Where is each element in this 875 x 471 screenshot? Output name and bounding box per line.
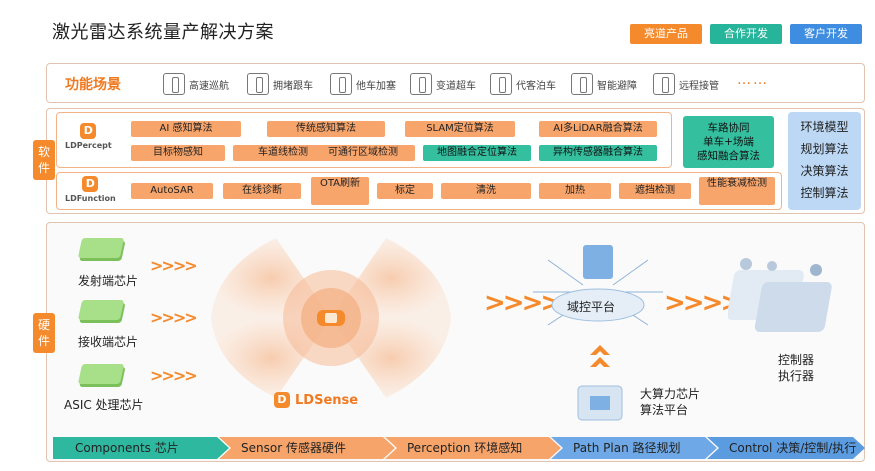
scenario-title: 功能场景 (65, 77, 121, 93)
function-pill: 性能衰减检测 (699, 177, 775, 205)
actuator-label: 控制器 执行器 (778, 353, 815, 383)
remote-icon (653, 73, 675, 95)
software-tag: 软件 (33, 140, 55, 180)
road-icon (330, 73, 352, 95)
algo-pill: AI 感知算法 (131, 121, 241, 137)
pipeline-stage-control: Control 决策/控制/执行 (707, 437, 865, 459)
road-icon (410, 73, 432, 95)
pipeline-stage-components: Components 芯片 (53, 437, 229, 459)
percept-row: D LDPercept AI 感知算法 传统感知算法 SLAM定位算法 AI多L… (56, 112, 672, 168)
chip-label: 接收端芯片 (78, 335, 139, 349)
hardware-tag: 硬件 (33, 313, 55, 353)
legend-customer: 客户开发 (790, 24, 862, 44)
chip-icon (77, 300, 125, 320)
lidar-coverage-graphic (211, 238, 451, 398)
coop-algo-box: 车路协同 单车+场端 感知融合算法 (683, 116, 774, 168)
logo-mark: D (80, 123, 97, 139)
ldpercept-logo: D LDPercept (65, 123, 112, 150)
hardware-section (46, 222, 865, 462)
arrow-icon: >>>> (150, 366, 198, 385)
logo-mark: D (82, 176, 99, 192)
arrow-icon: >>>> (484, 288, 562, 318)
compute-chip-icon (577, 385, 623, 421)
parking-icon (490, 73, 512, 95)
domain-controller-graphic (533, 245, 663, 326)
chip-label: 发射端芯片 (78, 274, 139, 288)
scenario-item: 拥堵跟车 (247, 72, 313, 96)
pipeline-stage-perception: Perception 环境感知 (385, 437, 561, 459)
function-row: D LDFunction AutoSAR 在线诊断 OTA刷新 标定 清洗 加热… (56, 172, 782, 210)
algo-pill: 车道线检测 (233, 145, 333, 161)
arrow-icon: >>>> (150, 308, 198, 327)
scenario-item: 远程接管 (653, 72, 719, 96)
compute-label: 大算力芯片 算法平台 (640, 387, 701, 417)
page-title: 激光雷达系统量产解决方案 (52, 22, 274, 43)
legend-cooperation: 合作开发 (710, 24, 782, 44)
algo-pill: 传统感知算法 (267, 121, 385, 137)
algo-pill: SLAM定位算法 (405, 121, 515, 137)
customer-algo-box: 环境模型 规划算法 决策算法 控制算法 (788, 112, 861, 210)
ldfunction-logo: D LDFunction (65, 176, 116, 203)
pipeline-stage-path-plan: Path Plan 路径规划 (551, 437, 717, 459)
scenario-more: …… (737, 72, 769, 88)
function-pill: 在线诊断 (223, 183, 301, 199)
legend-own-product: 亮道产品 (630, 24, 702, 44)
scenario-item: 代客泊车 (490, 72, 556, 96)
up-arrow-icon (590, 345, 610, 375)
scenario-item: 高速巡航 (163, 72, 229, 96)
logo-mark: D (274, 392, 290, 408)
algo-pill: 地图融合定位算法 (423, 145, 531, 161)
road-icon (163, 73, 185, 95)
algo-pill: 目标物感知 (131, 145, 225, 161)
algo-pill: 异构传感器融合算法 (539, 145, 657, 161)
algo-pill: AI多LiDAR融合算法 (539, 121, 657, 137)
domain-controller-label: 域控平台 (567, 300, 616, 314)
function-pill: OTA刷新 (311, 177, 369, 205)
actuator-graphic (728, 258, 832, 332)
scenario-item: 变道超车 (410, 72, 476, 96)
scenario-bar: 功能场景 高速巡航 拥堵跟车 他车加塞 变道超车 代客泊车 智能避障 远程接管 … (46, 63, 865, 103)
chip-icon (77, 364, 125, 384)
scenario-item: 智能避障 (571, 72, 637, 96)
function-pill: 加热 (539, 183, 611, 199)
function-pill: AutoSAR (131, 183, 213, 199)
chip-icon (77, 238, 125, 258)
pipeline-bar: Components 芯片 Sensor 传感器硬件 Perception 环境… (53, 437, 865, 459)
function-pill: 遮挡检测 (619, 183, 691, 199)
pipeline-stage-sensor: Sensor 传感器硬件 (219, 437, 395, 459)
function-pill: 标定 (377, 183, 433, 199)
algo-pill: 可通行区域检测 (311, 145, 415, 161)
road-icon (571, 73, 593, 95)
road-icon (247, 73, 269, 95)
arrow-icon: >>>> (150, 256, 198, 275)
ldsense-logo: D LDSense (274, 392, 358, 408)
function-pill: 清洗 (441, 183, 531, 199)
scenario-item: 他车加塞 (330, 72, 396, 96)
chip-label: ASIC 处理芯片 (64, 398, 144, 412)
